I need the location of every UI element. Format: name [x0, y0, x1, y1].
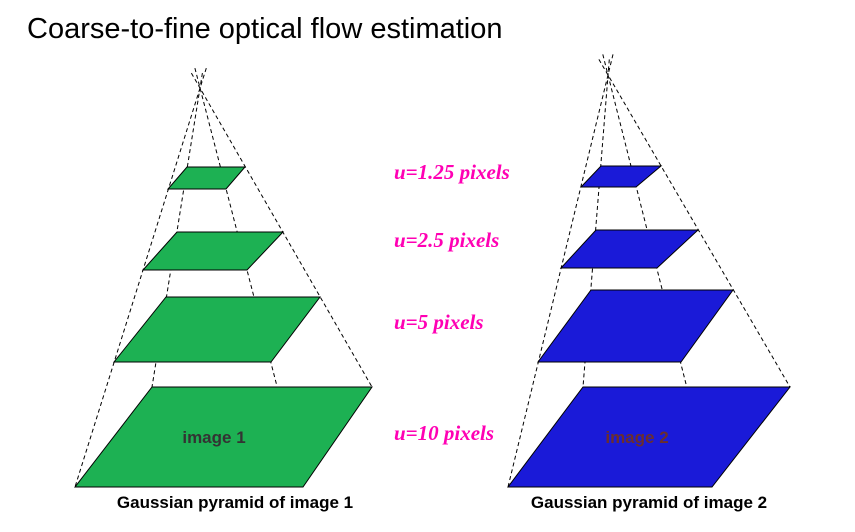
left-image-label: image 1 [182, 428, 245, 447]
right-pyramid-layer-2 [559, 229, 700, 269]
right-pyramid-layer-1 [579, 165, 663, 188]
u-label-2: u=2.5 pixels [394, 228, 499, 252]
u-label-4: u=10 pixels [394, 421, 494, 445]
right-pyramid-layer-3 [537, 289, 734, 363]
right-pyramid-caption: Gaussian pyramid of image 2 [531, 493, 767, 512]
right-image-label: image 2 [605, 428, 668, 447]
u-label-3: u=5 pixels [394, 310, 484, 334]
pyramid-edge [190, 72, 373, 388]
left-pyramid-layer-base [73, 386, 373, 488]
page-title: Coarse-to-fine optical flow estimation [27, 13, 502, 45]
u-label-1: u=1.25 pixels [394, 160, 510, 184]
left-pyramid-caption: Gaussian pyramid of image 1 [117, 493, 353, 512]
right-pyramid-layer-base [507, 386, 792, 488]
right-pyramid: image 2 [507, 165, 792, 488]
pyramid-edge [74, 67, 207, 488]
pyramid-edge [151, 73, 203, 388]
left-pyramid-layer-1 [166, 166, 247, 190]
left-pyramid-layer-3 [112, 296, 322, 363]
left-pyramid-layer-2 [141, 231, 285, 271]
flow-labels: u=1.25 pixels u=2.5 pixels u=5 pixels u=… [394, 160, 510, 445]
pyramid-edge [598, 59, 791, 388]
left-pyramid: image 1 [73, 166, 373, 488]
